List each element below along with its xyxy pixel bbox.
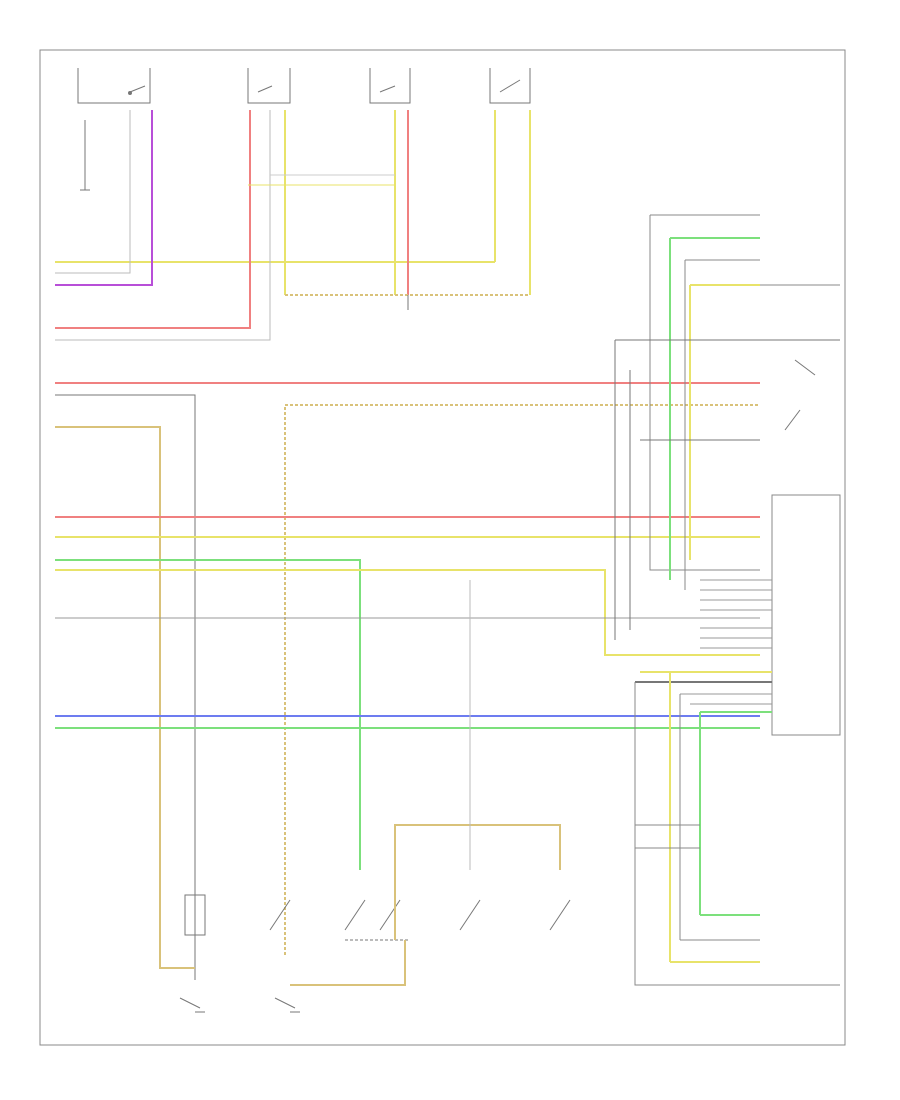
wire-tan-long	[55, 569, 760, 656]
component-box-1	[184, 894, 206, 936]
wire-green-long	[55, 559, 361, 870]
wire-grey-mid	[55, 110, 271, 341]
top-switch-4	[489, 68, 531, 104]
module-pins	[635, 579, 772, 713]
diagram-frame	[39, 49, 846, 1046]
connector-top-right	[649, 214, 840, 590]
bottom-switch-group	[184, 580, 571, 986]
ground-symbol-bottom-left	[179, 997, 205, 1013]
top-switch-1	[77, 68, 151, 104]
wire-dashed-tan	[284, 404, 760, 955]
connector-bottom-right	[634, 672, 840, 986]
wire-tan-left	[55, 426, 195, 969]
wire-purple-top	[55, 110, 153, 286]
ground-symbol-top	[80, 120, 90, 191]
switch-right-side	[614, 339, 840, 640]
wire-pink-mid	[55, 110, 251, 329]
top-switch-2	[247, 68, 291, 104]
control-module	[771, 494, 841, 736]
top-switch-3	[369, 68, 411, 104]
wire-bundle-vertical-top	[248, 110, 531, 310]
ground-symbol-bottom-mid	[274, 997, 300, 1013]
wire-grey-top	[55, 110, 131, 274]
wire-green-short	[55, 394, 196, 980]
wire-bundle-horizontal	[55, 110, 760, 980]
